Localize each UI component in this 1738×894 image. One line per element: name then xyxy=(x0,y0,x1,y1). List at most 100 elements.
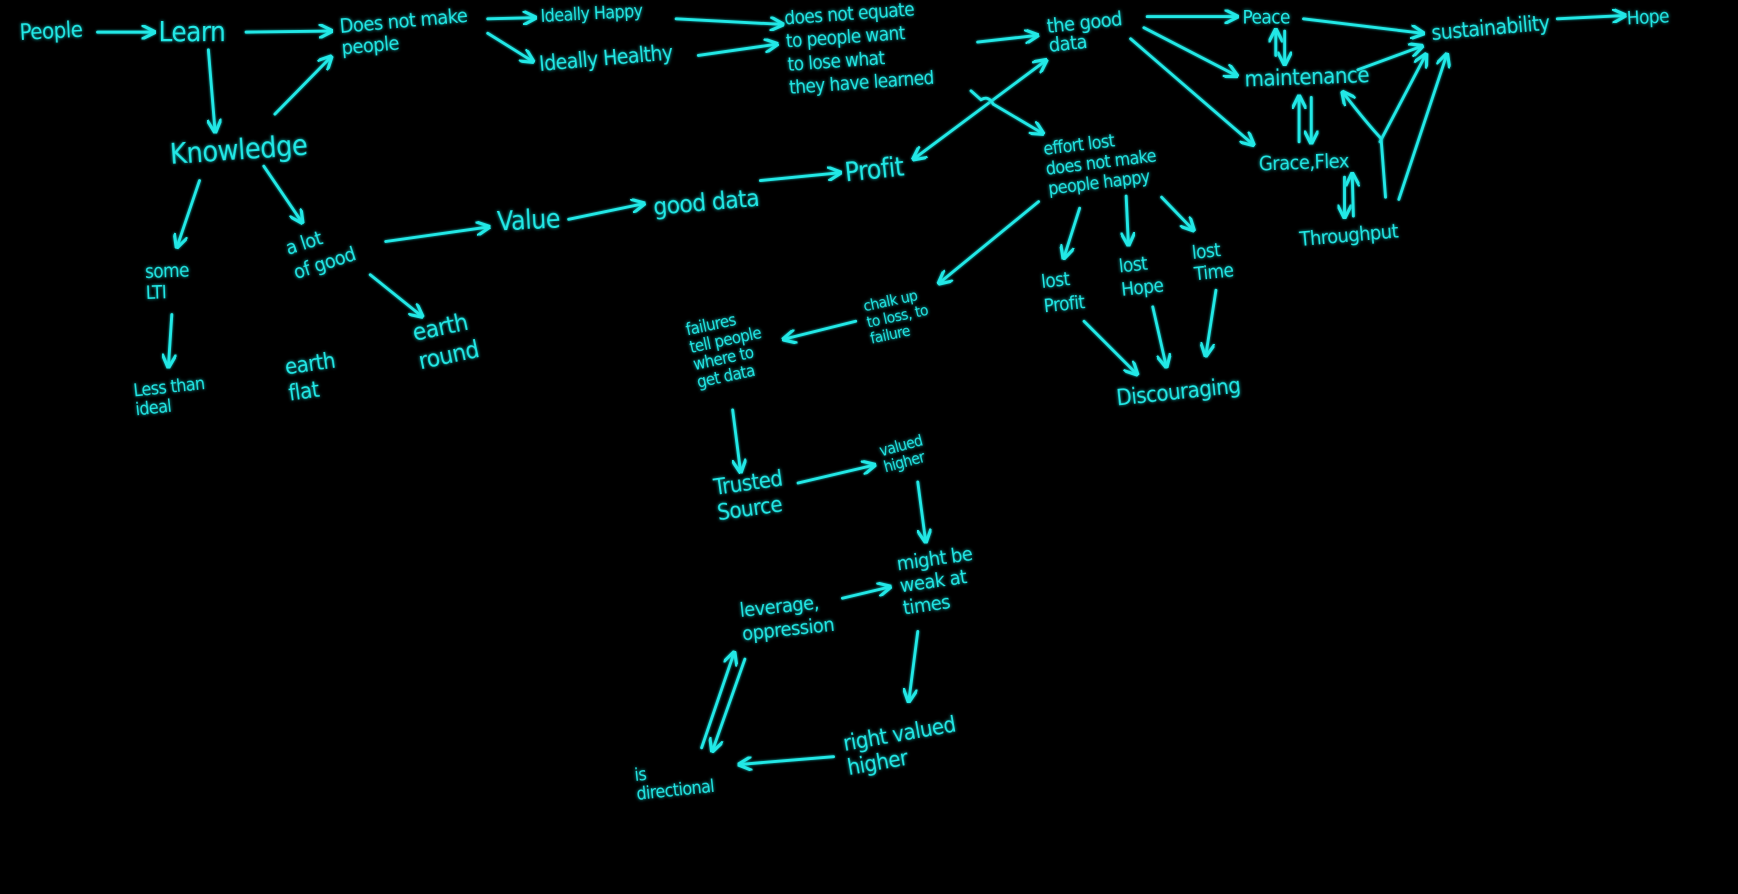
arrows xyxy=(96,16,1624,765)
node-effort-lost: effort lostdoes not makepeople happy xyxy=(1042,127,1159,200)
node-label-line: directional xyxy=(636,777,716,805)
node-trusted-source: TrustedSource xyxy=(711,466,787,527)
node-failures: failurestell peoplewhere toget data xyxy=(684,306,770,392)
arrow xyxy=(567,204,643,221)
node-label-line: People xyxy=(19,17,83,46)
node-ideally-healthy: Ideally Healthy xyxy=(538,39,674,76)
arrow xyxy=(273,58,330,116)
node-sustainability: sustainability xyxy=(1430,10,1550,45)
arrow xyxy=(696,44,776,57)
arrow xyxy=(1129,37,1253,144)
node-people: People xyxy=(19,17,83,46)
node-grace-flex: Grace,Flex xyxy=(1259,148,1351,175)
node-learn: Learn xyxy=(159,15,226,48)
arrow xyxy=(976,35,1037,42)
node-label-line: Learn xyxy=(159,15,226,48)
node-label-line: Throughput xyxy=(1298,218,1400,251)
arrow xyxy=(1206,288,1218,354)
arrow xyxy=(1082,319,1136,373)
arrow xyxy=(914,61,1045,158)
arrow xyxy=(674,19,781,25)
node-value: Value xyxy=(496,203,560,237)
node-label-line: Time xyxy=(1192,260,1234,285)
node-less-than-ideal: Less thanideal xyxy=(133,374,208,420)
arrow xyxy=(262,164,302,221)
node-label-line: Value xyxy=(496,203,560,237)
node-discouraging: Discouraging xyxy=(1115,373,1241,412)
node-label-line: times xyxy=(901,589,951,619)
node-label-line: Hope xyxy=(1120,275,1164,300)
node-label-line: Profit xyxy=(843,152,905,189)
arrow xyxy=(368,273,421,316)
arrow xyxy=(1378,55,1425,144)
node-knowledge: Knowledge xyxy=(169,127,309,170)
node-label-line: flat xyxy=(287,377,321,407)
arrow xyxy=(700,654,734,750)
node-maintenance: maintenance xyxy=(1244,62,1370,92)
node-throughput: Throughput xyxy=(1298,218,1400,251)
arrow xyxy=(177,179,201,246)
node-label-line: lost xyxy=(1040,269,1071,293)
arrow xyxy=(785,319,858,339)
arrow xyxy=(1064,206,1082,257)
node-label-line: earth xyxy=(283,348,337,381)
node-label-line: Discouraging xyxy=(1115,373,1241,412)
node-label-line: people xyxy=(340,30,400,59)
node-ideally-happy: Ideally Happy xyxy=(540,2,643,27)
arrow xyxy=(208,48,215,131)
node-hope: Hope xyxy=(1626,6,1669,29)
arrow xyxy=(969,89,1042,133)
arrow xyxy=(740,755,835,765)
arrow xyxy=(731,408,741,471)
arrow xyxy=(1356,47,1421,72)
node-lost-hope: lostHope xyxy=(1118,252,1165,300)
node-earth-flat: earthflat xyxy=(283,348,340,407)
node-label-line: Grace,Flex xyxy=(1259,148,1351,175)
node-label-line: Profit xyxy=(1043,292,1087,317)
arrow xyxy=(916,480,926,541)
arrow xyxy=(1352,175,1353,218)
arrow xyxy=(1397,55,1447,201)
nodes: People Learn Does not makepeople Ideally Ha… xyxy=(19,0,1670,805)
node-label-line: lost xyxy=(1191,240,1222,264)
node-peace: Peace xyxy=(1243,7,1290,28)
arrow xyxy=(909,630,920,700)
node-might-be-weak: might beweak attimes xyxy=(895,541,980,619)
arrow xyxy=(486,18,535,19)
node-label-line: LTI xyxy=(145,282,166,304)
node-the-good-data: the gooddata xyxy=(1045,6,1125,56)
node-label-line: Hope xyxy=(1626,6,1669,29)
arrow xyxy=(1160,195,1193,229)
arrow xyxy=(244,31,330,32)
node-label-line: sustainability xyxy=(1430,10,1550,45)
arrow xyxy=(1142,26,1236,76)
arrow xyxy=(384,227,488,243)
arrow xyxy=(1555,16,1624,19)
arrow xyxy=(1126,194,1128,244)
node-lost-profit: lostProfit xyxy=(1040,268,1086,317)
node-label-line: Ideally Happy xyxy=(540,2,643,27)
node-right-valued: right valuedhigher xyxy=(841,712,962,781)
arrow xyxy=(758,173,839,183)
node-leverage: leverage,oppression xyxy=(738,589,835,646)
node-good-data: good data xyxy=(652,183,760,221)
node-label-line: some xyxy=(145,261,190,284)
arrow xyxy=(840,587,889,600)
node-label-line: lost xyxy=(1118,254,1149,278)
node-a-lot-of-good: a lotof good xyxy=(282,217,358,284)
node-is-directional: isdirectional xyxy=(634,758,716,805)
node-label-line: Ideally Healthy xyxy=(538,39,674,76)
node-does-not-equate: does not equateto people wantto lose wha… xyxy=(784,0,935,99)
arrow xyxy=(940,200,1041,283)
node-some-lti: someLTI xyxy=(145,261,190,305)
node-earth-round: earthround xyxy=(410,306,482,375)
node-label-line: is xyxy=(634,765,648,786)
node-label-line: good data xyxy=(652,183,760,221)
arrow xyxy=(168,313,171,366)
node-label-line: Knowledge xyxy=(169,127,309,170)
node-does-not-make: Does not makepeople xyxy=(339,3,471,59)
node-label-line: maintenance xyxy=(1244,62,1370,92)
arrow xyxy=(1151,305,1166,366)
arrow xyxy=(486,31,532,61)
